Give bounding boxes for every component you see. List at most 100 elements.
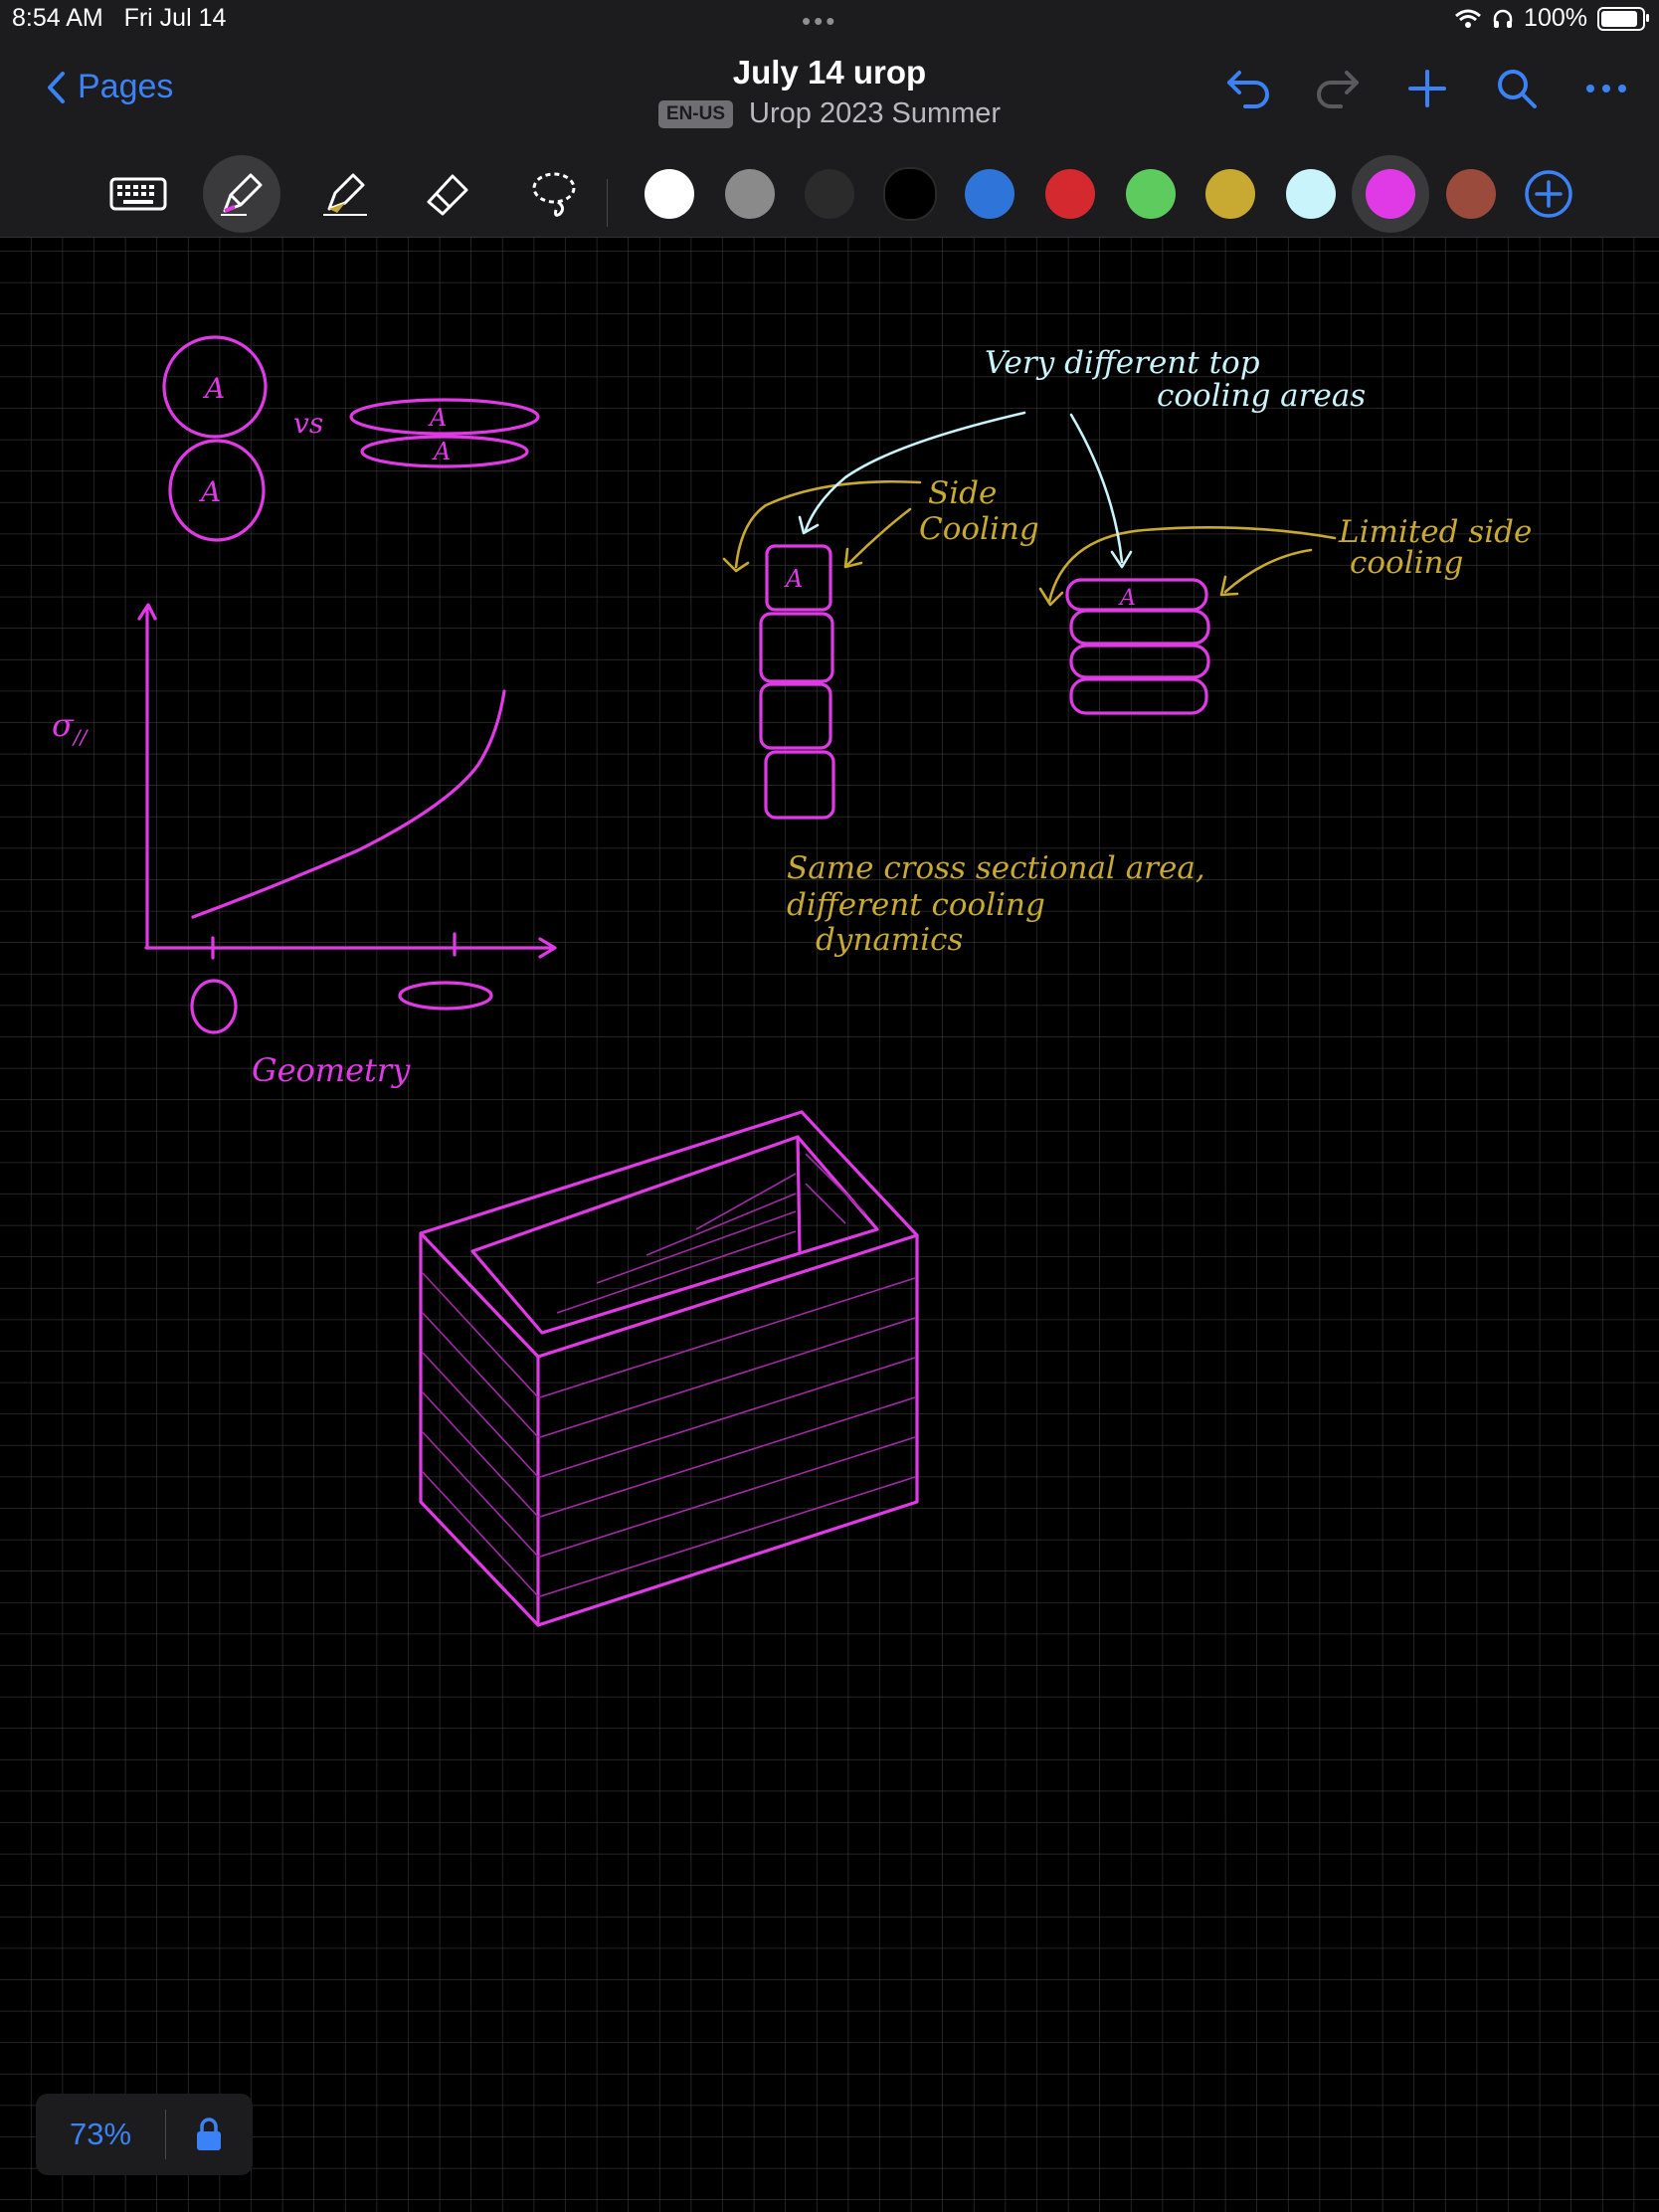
- color-swatch-9[interactable]: [1272, 155, 1350, 233]
- status-time: 8:54 AM Fri Jul 14: [12, 4, 227, 32]
- page-title[interactable]: July 14 urop: [732, 54, 927, 91]
- back-button[interactable]: Pages: [46, 68, 173, 106]
- color-swatch-4[interactable]: [871, 155, 949, 233]
- notebook-subtitle: EN-US Urop 2023 Summer: [0, 97, 1659, 130]
- left-circle-label-a2: A: [198, 475, 221, 508]
- color-swatch-1[interactable]: [631, 155, 708, 233]
- top-cooling-arrowhead-left: [798, 515, 820, 535]
- language-badge[interactable]: EN-US: [657, 99, 734, 128]
- chevron-left-icon: [48, 71, 65, 103]
- limited-side-label-line1: Limited side: [1338, 514, 1532, 550]
- multitasking-dots-icon[interactable]: •••: [802, 6, 838, 36]
- oval-bottom: [360, 435, 529, 468]
- color-swatch-7[interactable]: [1112, 155, 1190, 233]
- tick-circle-icon: [190, 979, 238, 1034]
- top-cooling-arrowhead-right: [1110, 550, 1133, 569]
- drawing-toolbar: [0, 149, 1659, 238]
- top-cooling-arrow-left: [804, 411, 1026, 532]
- note-canvas[interactable]: A A vs A A σ// Geometry A A Very differe…: [0, 238, 1659, 2212]
- right-oval-label-a2: A: [432, 438, 451, 465]
- zoom-level[interactable]: 73%: [69, 2117, 132, 2151]
- nav-actions: [1223, 64, 1631, 113]
- same-area-note-line2: different cooling: [787, 887, 1045, 923]
- drawing-layer: A A vs A A σ// Geometry A A Very differe…: [0, 238, 1659, 2212]
- stack-left-block-4: [764, 750, 835, 820]
- stack-left-block-3: [759, 682, 832, 750]
- box-inner-corner: [796, 1135, 802, 1253]
- circle-top: [162, 335, 268, 439]
- side-cooling-arrowhead-left: [722, 557, 750, 573]
- toolbar-divider: [607, 179, 608, 227]
- circle-bottom: [168, 439, 266, 542]
- color-swatch-6[interactable]: [1031, 155, 1109, 233]
- color-swatch-dot: [965, 169, 1015, 219]
- search-icon[interactable]: [1492, 64, 1542, 113]
- color-swatch-dot: [1366, 169, 1416, 219]
- pen-icon[interactable]: [203, 155, 280, 233]
- more-icon[interactable]: [1581, 64, 1631, 113]
- zoom-control: 73%: [36, 2094, 253, 2175]
- notebook-name[interactable]: Urop 2023 Summer: [749, 97, 1002, 129]
- sigma-axis-label: σ//: [52, 706, 90, 749]
- color-swatch-dot: [1285, 169, 1336, 219]
- stack-left-block-1: [765, 544, 832, 612]
- color-swatch-11[interactable]: [1432, 155, 1510, 233]
- color-swatch-dot: [1045, 169, 1095, 219]
- same-area-note-line1: Same cross sectional area,: [787, 850, 1205, 886]
- stack-right-layer-4: [1069, 677, 1208, 715]
- highlighter-icon[interactable]: [306, 155, 384, 233]
- right-oval-label-a1: A: [428, 404, 447, 432]
- side-cooling-arrow-left: [734, 479, 922, 569]
- stack-right-layer-3: [1069, 644, 1210, 679]
- battery-percent: 100%: [1524, 4, 1587, 32]
- color-swatch-dot: [882, 167, 937, 221]
- top-cooling-label-line1: Very different top: [985, 345, 1260, 381]
- status-bar: 8:54 AM Fri Jul 14 ••• 100%: [0, 0, 1659, 40]
- redo-icon[interactable]: [1313, 64, 1363, 113]
- geometry-label: Geometry: [252, 1051, 411, 1089]
- box-hatching: [422, 1153, 916, 1597]
- oval-top: [349, 398, 540, 436]
- side-cooling-label-line2: Cooling: [919, 511, 1039, 547]
- limited-side-arrow-right: [1223, 548, 1313, 594]
- lasso-icon[interactable]: [515, 155, 593, 233]
- box-left-edge: [419, 1231, 540, 1359]
- color-swatch-10[interactable]: [1352, 155, 1430, 233]
- headphones-icon: [1493, 9, 1513, 28]
- stack-left-label-a: A: [784, 565, 803, 593]
- same-area-note-line3: dynamics: [816, 922, 963, 958]
- status-indicators: 100%: [1454, 4, 1649, 33]
- side-cooling-arrowhead-right: [843, 547, 863, 569]
- chart-y-arrow: [137, 603, 157, 621]
- eraser-icon[interactable]: [410, 155, 487, 233]
- navigation-bar: Pages July 14 urop EN-US Urop 2023 Summe…: [0, 40, 1659, 149]
- side-cooling-label-line1: Side: [928, 475, 997, 511]
- left-circle-label-a1: A: [202, 372, 225, 405]
- top-cooling-arrow-right: [1069, 413, 1124, 564]
- color-swatch-dot: [1446, 169, 1496, 219]
- color-swatch-dot: [1125, 169, 1176, 219]
- add-color-icon[interactable]: [1510, 155, 1587, 233]
- color-swatch-5[interactable]: [951, 155, 1028, 233]
- color-swatch-8[interactable]: [1192, 155, 1269, 233]
- tick-oval-icon: [398, 981, 493, 1011]
- box-outline: [419, 1110, 919, 1627]
- limited-side-label-line2: cooling: [1350, 545, 1463, 581]
- limited-side-arrowhead-left: [1038, 587, 1064, 607]
- color-swatch-2[interactable]: [711, 155, 789, 233]
- stack-left-block-2: [759, 612, 834, 683]
- wifi-icon: [1455, 9, 1482, 28]
- keyboard-icon[interactable]: [99, 155, 177, 233]
- limited-side-arrowhead-right: [1219, 575, 1239, 597]
- color-swatch-dot: [724, 169, 775, 219]
- vs-label: vs: [293, 407, 323, 440]
- box-inner-rim: [470, 1135, 879, 1335]
- back-label: Pages: [78, 68, 174, 105]
- add-icon[interactable]: [1402, 64, 1452, 113]
- undo-icon[interactable]: [1223, 64, 1273, 113]
- lock-icon[interactable]: [166, 2117, 252, 2152]
- chart-x-arrow: [538, 937, 557, 959]
- color-swatch-dot: [1205, 169, 1256, 219]
- color-swatch-3[interactable]: [791, 155, 868, 233]
- zoom-divider: [165, 2110, 166, 2159]
